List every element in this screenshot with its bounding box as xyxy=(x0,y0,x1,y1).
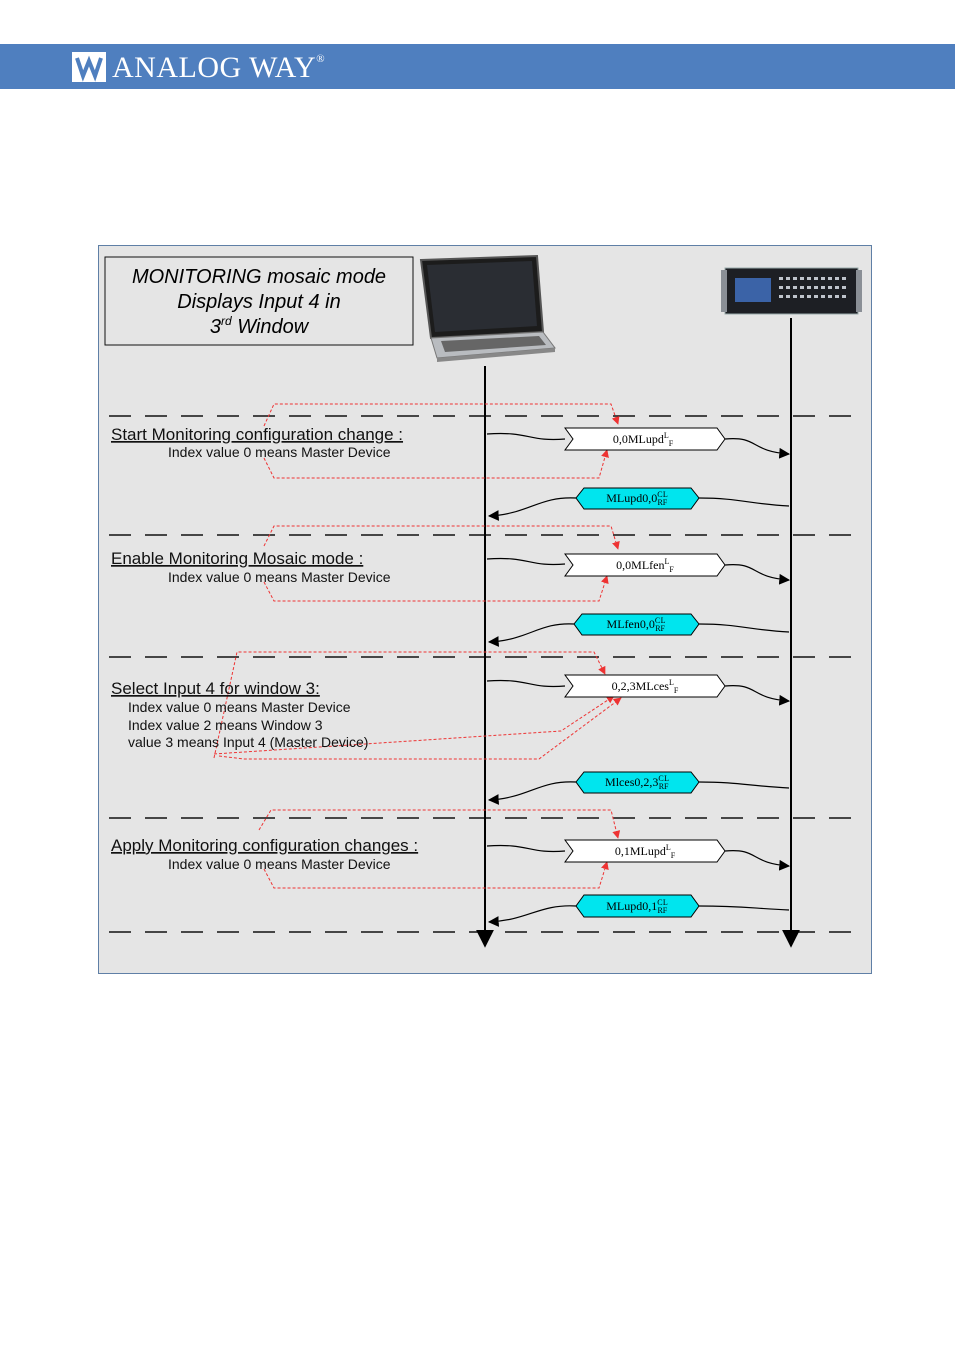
video-processor-device-icon xyxy=(721,267,862,315)
sequence-diagram: MONITORING mosaic mode Displays Input 4 … xyxy=(98,245,872,974)
command-label: 0,0MLfenLF xyxy=(616,557,674,574)
section-note: Index value 0 means Master Device xyxy=(168,444,391,460)
command-label: 0,1MLupdLF xyxy=(615,843,676,860)
section-apply-changes: Apply Monitoring configuration changes :… xyxy=(111,809,791,927)
section-title: Select Input 4 for window 3: xyxy=(111,679,320,698)
command-label: 0,2,3MLcesLF xyxy=(612,678,679,695)
diagram-title-line1: MONITORING mosaic mode xyxy=(132,266,386,288)
diagram-title-box: MONITORING mosaic mode Displays Input 4 … xyxy=(104,256,414,346)
section-note: Index value 2 means Window 3 xyxy=(128,717,323,733)
section-title: Enable Monitoring Mosaic mode : xyxy=(111,549,363,568)
command-arrow-shape xyxy=(564,553,726,577)
laptop-icon xyxy=(419,254,556,362)
section-note: Index value 0 means Master Device xyxy=(168,569,391,585)
section-note: value 3 means Input 4 (Master Device) xyxy=(128,734,368,750)
page-header: ANALOG WAY® xyxy=(0,44,955,89)
section-select-input: Select Input 4 for window 3: Index value… xyxy=(111,651,791,805)
command-arrow-shape xyxy=(564,427,726,451)
diagram-title-line3: 3rd Window xyxy=(210,314,310,338)
section-note: Index value 0 means Master Device xyxy=(168,856,391,872)
brand-name: ANALOG WAY® xyxy=(112,51,326,84)
section-title: Apply Monitoring configuration changes : xyxy=(111,836,418,855)
command-label: 0,0MLupdLF xyxy=(613,431,674,448)
section-start-monitoring: Start Monitoring configuration change : … xyxy=(111,403,791,521)
section-enable-mosaic: Enable Monitoring Mosaic mode : Index va… xyxy=(111,525,791,647)
analog-way-logo-icon xyxy=(72,52,106,82)
section-title: Start Monitoring configuration change : xyxy=(111,425,403,444)
command-arrow-shape xyxy=(564,839,726,863)
diagram-title-line2: Displays Input 4 in xyxy=(177,291,340,313)
section-note: Index value 0 means Master Device xyxy=(128,699,351,715)
command-arrow-shape xyxy=(564,674,726,698)
